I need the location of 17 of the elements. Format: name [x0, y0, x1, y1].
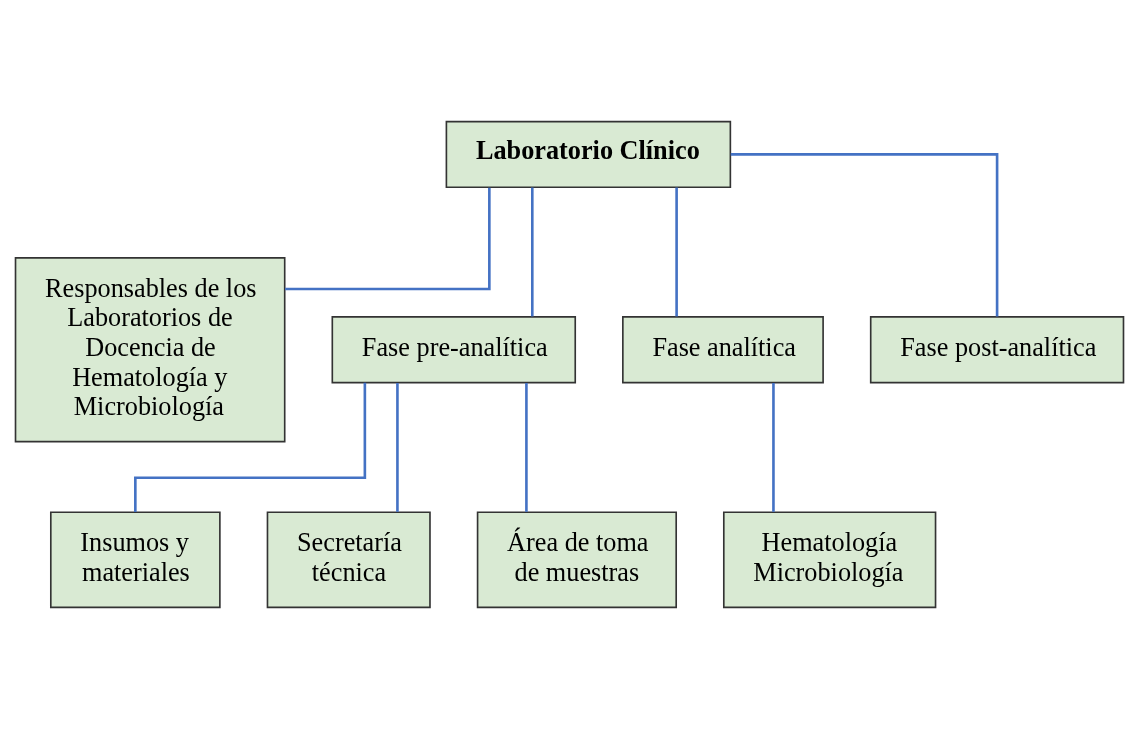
node-box: Responsables de los Laboratorios de Docencia de Hematología y Microbiología	[14, 257, 286, 443]
node-box: Hematología Microbiología	[722, 511, 937, 609]
node-box: Fase pre-analítica	[331, 316, 577, 384]
node-box: Laboratorio Clínico	[445, 120, 732, 189]
connector	[285, 187, 491, 291]
node-box: Insumos y materiales	[50, 511, 221, 609]
connector	[730, 153, 999, 317]
connector	[525, 383, 528, 512]
connector	[134, 382, 367, 513]
connector	[772, 383, 775, 512]
node-box: Fase post-analítica	[869, 316, 1125, 384]
node-box: Fase analítica	[622, 316, 824, 384]
connector	[396, 383, 399, 512]
connector	[675, 187, 678, 317]
node-box: Área de toma de muestras	[476, 511, 677, 609]
node-box: Secretaría técnica	[266, 511, 431, 609]
connector	[530, 187, 534, 317]
